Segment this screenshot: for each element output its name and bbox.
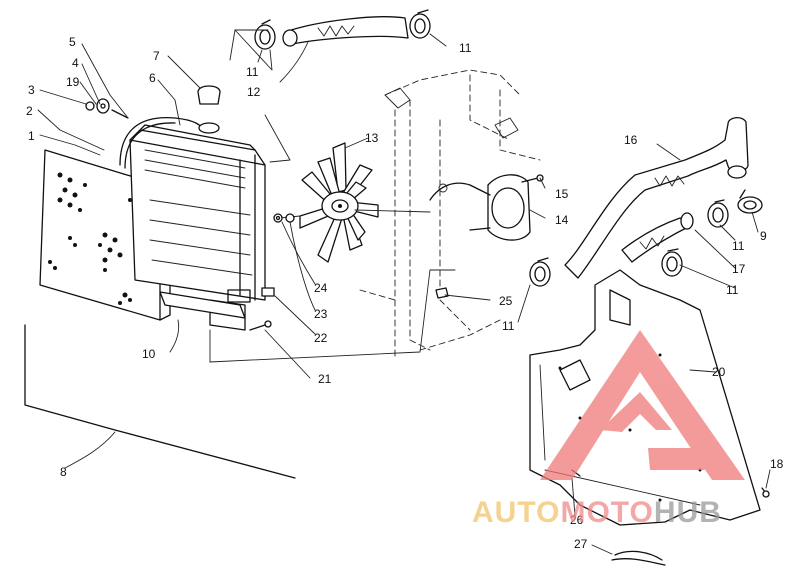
callout-11-upper-right: 11 <box>459 41 472 55</box>
callout-10: 10 <box>142 347 156 361</box>
washer-24 <box>273 213 283 223</box>
callout-8: 8 <box>60 465 67 479</box>
bypass-hose <box>621 212 694 263</box>
hardware-stack <box>85 98 129 119</box>
washer-23 <box>285 213 295 223</box>
fan-shroud <box>429 174 531 241</box>
watermark-moto: MOTO <box>560 496 653 529</box>
cable-tie-27 <box>611 550 666 566</box>
radiator-cap <box>197 85 221 134</box>
hose-clamp-lower <box>661 248 683 277</box>
callout-15: 15 <box>555 187 569 201</box>
callout-19: 19 <box>66 75 80 89</box>
bracket-22 <box>261 287 275 297</box>
callout-17: 17 <box>732 262 746 276</box>
callout-11-pump: 11 <box>502 319 515 333</box>
frame-mount-bracket <box>384 87 519 193</box>
bolt-21 <box>249 320 272 331</box>
watermark-hub: HUB <box>654 496 722 529</box>
callout-21: 21 <box>318 372 332 386</box>
callout-26: 26 <box>570 513 584 527</box>
callout-24: 24 <box>314 281 328 295</box>
mounting-line-8 <box>24 324 296 479</box>
hose-clamp-9 <box>737 189 763 214</box>
overflow-tube <box>119 116 206 169</box>
cooling-fan <box>299 142 379 263</box>
callout-5: 5 <box>69 35 76 49</box>
callout-labels: 1 2 3 19 4 5 6 7 11 12 11 13 15 14 16 9 … <box>26 35 784 551</box>
callout-20: 20 <box>712 365 726 379</box>
lower-radiator-hose <box>564 117 749 279</box>
callout-23: 23 <box>314 307 328 321</box>
lower-radiator-bracket <box>159 291 246 319</box>
callout-4: 4 <box>72 56 79 70</box>
callout-22: 22 <box>314 331 328 345</box>
svg-text:AUTOMOTOHUB: AUTOMOTOHUB <box>472 496 722 529</box>
callout-11-mid: 11 <box>732 239 745 253</box>
callout-18: 18 <box>770 457 784 471</box>
hose-clamp-upper-left <box>254 19 276 50</box>
callout-14: 14 <box>555 213 569 227</box>
hose-clamp-pump <box>529 257 551 287</box>
clip-25 <box>435 287 449 299</box>
hose-clamp-mid <box>707 199 729 228</box>
callout-11-upper-left: 11 <box>246 65 259 79</box>
callout-12: 12 <box>247 85 261 99</box>
callout-27: 27 <box>574 537 588 551</box>
callout-2: 2 <box>26 104 33 118</box>
callout-11-lower: 11 <box>726 283 739 297</box>
frame-structure <box>359 69 541 361</box>
upper-radiator-hose <box>282 16 409 47</box>
callout-25: 25 <box>499 294 513 308</box>
callout-3: 3 <box>28 83 35 97</box>
watermark-auto: AUTO <box>472 496 560 529</box>
automotohub-watermark: AUTOMOTOHUB <box>472 330 745 529</box>
hose-clamp-upper-right <box>409 9 431 39</box>
callout-9: 9 <box>760 229 767 243</box>
callout-13: 13 <box>365 131 379 145</box>
radiator <box>129 124 266 331</box>
leader-lines <box>37 29 771 555</box>
watermark-triangle-logo <box>540 330 745 480</box>
callout-6: 6 <box>149 71 156 85</box>
belly-pan <box>529 269 761 526</box>
callout-16: 16 <box>624 133 638 147</box>
callout-1: 1 <box>28 129 35 143</box>
screw-18 <box>761 487 770 498</box>
callout-7: 7 <box>153 49 160 63</box>
